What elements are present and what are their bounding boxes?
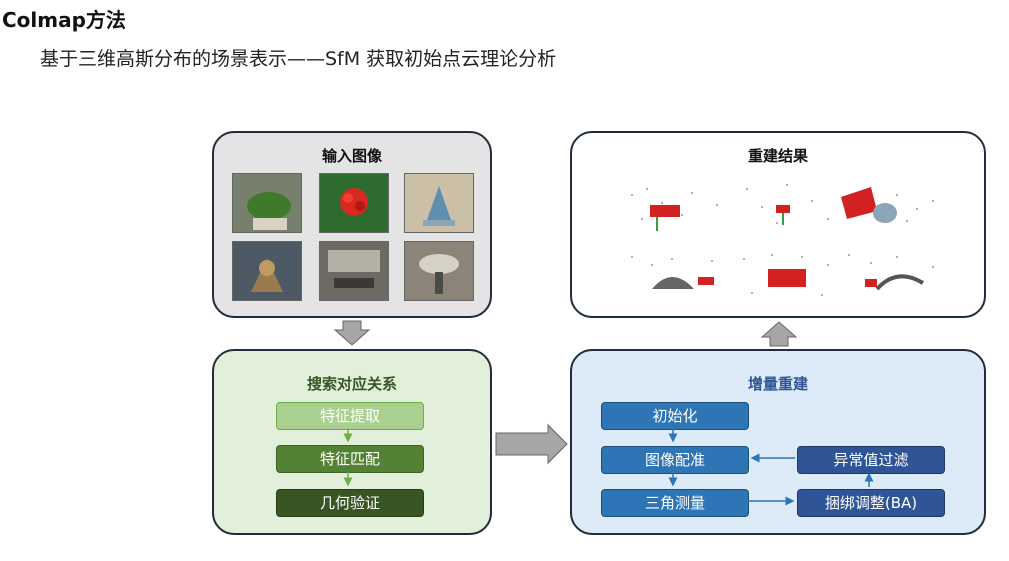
input-image-flower bbox=[319, 173, 389, 233]
input-image-room bbox=[319, 241, 389, 301]
point-cloud-icon bbox=[746, 184, 829, 225]
feature-extraction-step: 特征提取 bbox=[276, 402, 424, 430]
input-image-plant bbox=[232, 173, 302, 233]
reconstruction-result-title: 重建结果 bbox=[747, 147, 808, 165]
page-title: Colmap方法 bbox=[2, 8, 126, 32]
input-images-title: 输入图像 bbox=[321, 147, 382, 165]
plant-image-icon bbox=[233, 174, 301, 232]
incremental-reconstruction-panel: 增量重建 初始化 图像配准 三角测量 捆绑调整(BA) 异常值过滤 bbox=[570, 349, 986, 535]
down-arrow-icon bbox=[333, 320, 371, 346]
bundle-adjustment-step: 捆绑调整(BA) bbox=[797, 489, 945, 517]
recon-result-4 bbox=[622, 245, 732, 305]
flower-image-icon bbox=[320, 174, 388, 232]
up-arrow-icon bbox=[760, 321, 798, 347]
image-registration-step: 图像配准 bbox=[601, 446, 749, 474]
recon-result-2 bbox=[732, 175, 842, 235]
point-cloud-icon bbox=[631, 256, 714, 289]
input-image-lamp bbox=[404, 241, 474, 301]
initialization-step: 初始化 bbox=[601, 402, 749, 430]
input-image-statue bbox=[404, 173, 474, 233]
point-cloud-icon bbox=[848, 254, 934, 291]
reconstruction-result-panel: 重建结果 bbox=[570, 131, 986, 318]
recon-result-5 bbox=[732, 245, 842, 305]
triangulation-step: 三角测量 bbox=[601, 489, 749, 517]
input-images-panel: 输入图像 bbox=[212, 131, 492, 318]
sculpture-image-icon bbox=[233, 242, 301, 300]
point-cloud-icon bbox=[841, 187, 934, 223]
page-subtitle: 基于三维高斯分布的场景表示——SfM 获取初始点云理论分析 bbox=[40, 48, 557, 70]
statue-image-icon bbox=[405, 174, 473, 232]
geometric-verification-step: 几何验证 bbox=[276, 489, 424, 517]
room-image-icon bbox=[320, 242, 388, 300]
recon-result-6 bbox=[837, 245, 947, 305]
point-cloud-icon bbox=[631, 188, 718, 231]
point-cloud-icon bbox=[743, 254, 829, 296]
incremental-reconstruction-title: 增量重建 bbox=[747, 375, 808, 393]
lamp-image-icon bbox=[405, 242, 473, 300]
search-correspondence-title: 搜索对应关系 bbox=[306, 375, 397, 393]
input-image-sculpture bbox=[232, 241, 302, 301]
recon-result-3 bbox=[837, 175, 947, 235]
right-arrow-icon bbox=[495, 423, 568, 465]
feature-matching-step: 特征匹配 bbox=[276, 445, 424, 473]
recon-result-1 bbox=[622, 175, 732, 235]
